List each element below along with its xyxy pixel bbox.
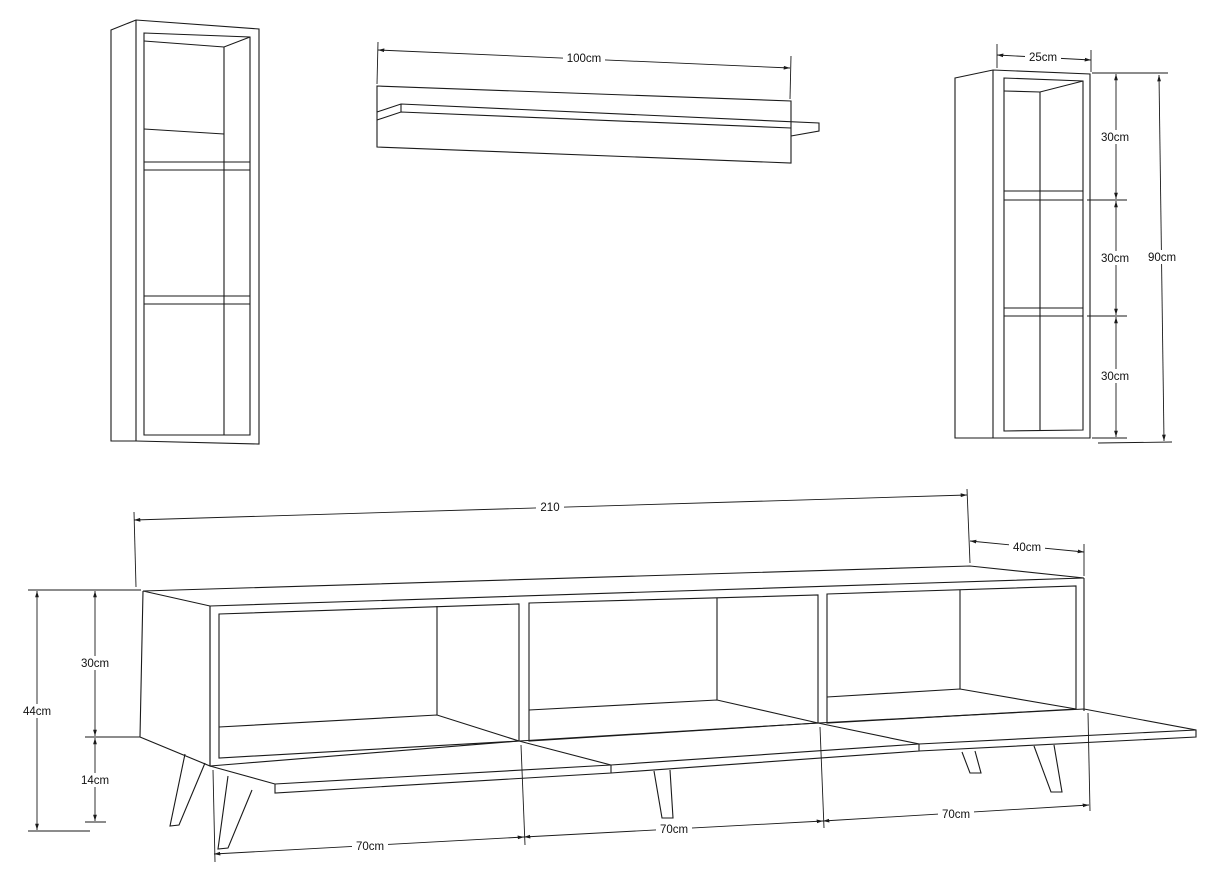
tv-unit-dimensions: 210 40cm 44cm 30cm 14cm 70cm 70cm	[20, 488, 1091, 863]
tv-unit-section-1-label: 70cm	[356, 841, 384, 853]
tv-unit-height-label: 44cm	[23, 706, 51, 718]
right-cabinet-depth-label: 25cm	[1029, 52, 1057, 64]
tv-unit-body-height-label: 30cm	[81, 658, 109, 670]
tv-unit-section-3-label: 70cm	[942, 809, 970, 821]
right-cabinet-compartment-1-label: 30cm	[1101, 132, 1129, 144]
right-wall-cabinet	[954, 69, 1091, 439]
tv-unit-depth-label: 40cm	[1013, 542, 1041, 554]
tv-unit-section-2-label: 70cm	[660, 824, 688, 836]
left-wall-cabinet	[110, 19, 260, 445]
right-cabinet-compartment-2-label: 30cm	[1101, 253, 1129, 265]
wall-shelf-width-label: 100cm	[567, 53, 602, 65]
right-wall-cabinet-dimensions: 25cm 30cm 30cm 30cm 90cm	[996, 44, 1180, 444]
right-cabinet-compartment-3-label: 30cm	[1101, 371, 1129, 383]
right-cabinet-height-label: 90cm	[1148, 252, 1176, 264]
wall-shelf-width-dimension: 100cm	[376, 41, 792, 100]
tv-unit	[139, 565, 1197, 850]
tv-unit-width-label: 210	[540, 502, 559, 514]
tv-unit-leg-height-label: 14cm	[81, 775, 109, 787]
wall-shelf	[376, 85, 820, 164]
